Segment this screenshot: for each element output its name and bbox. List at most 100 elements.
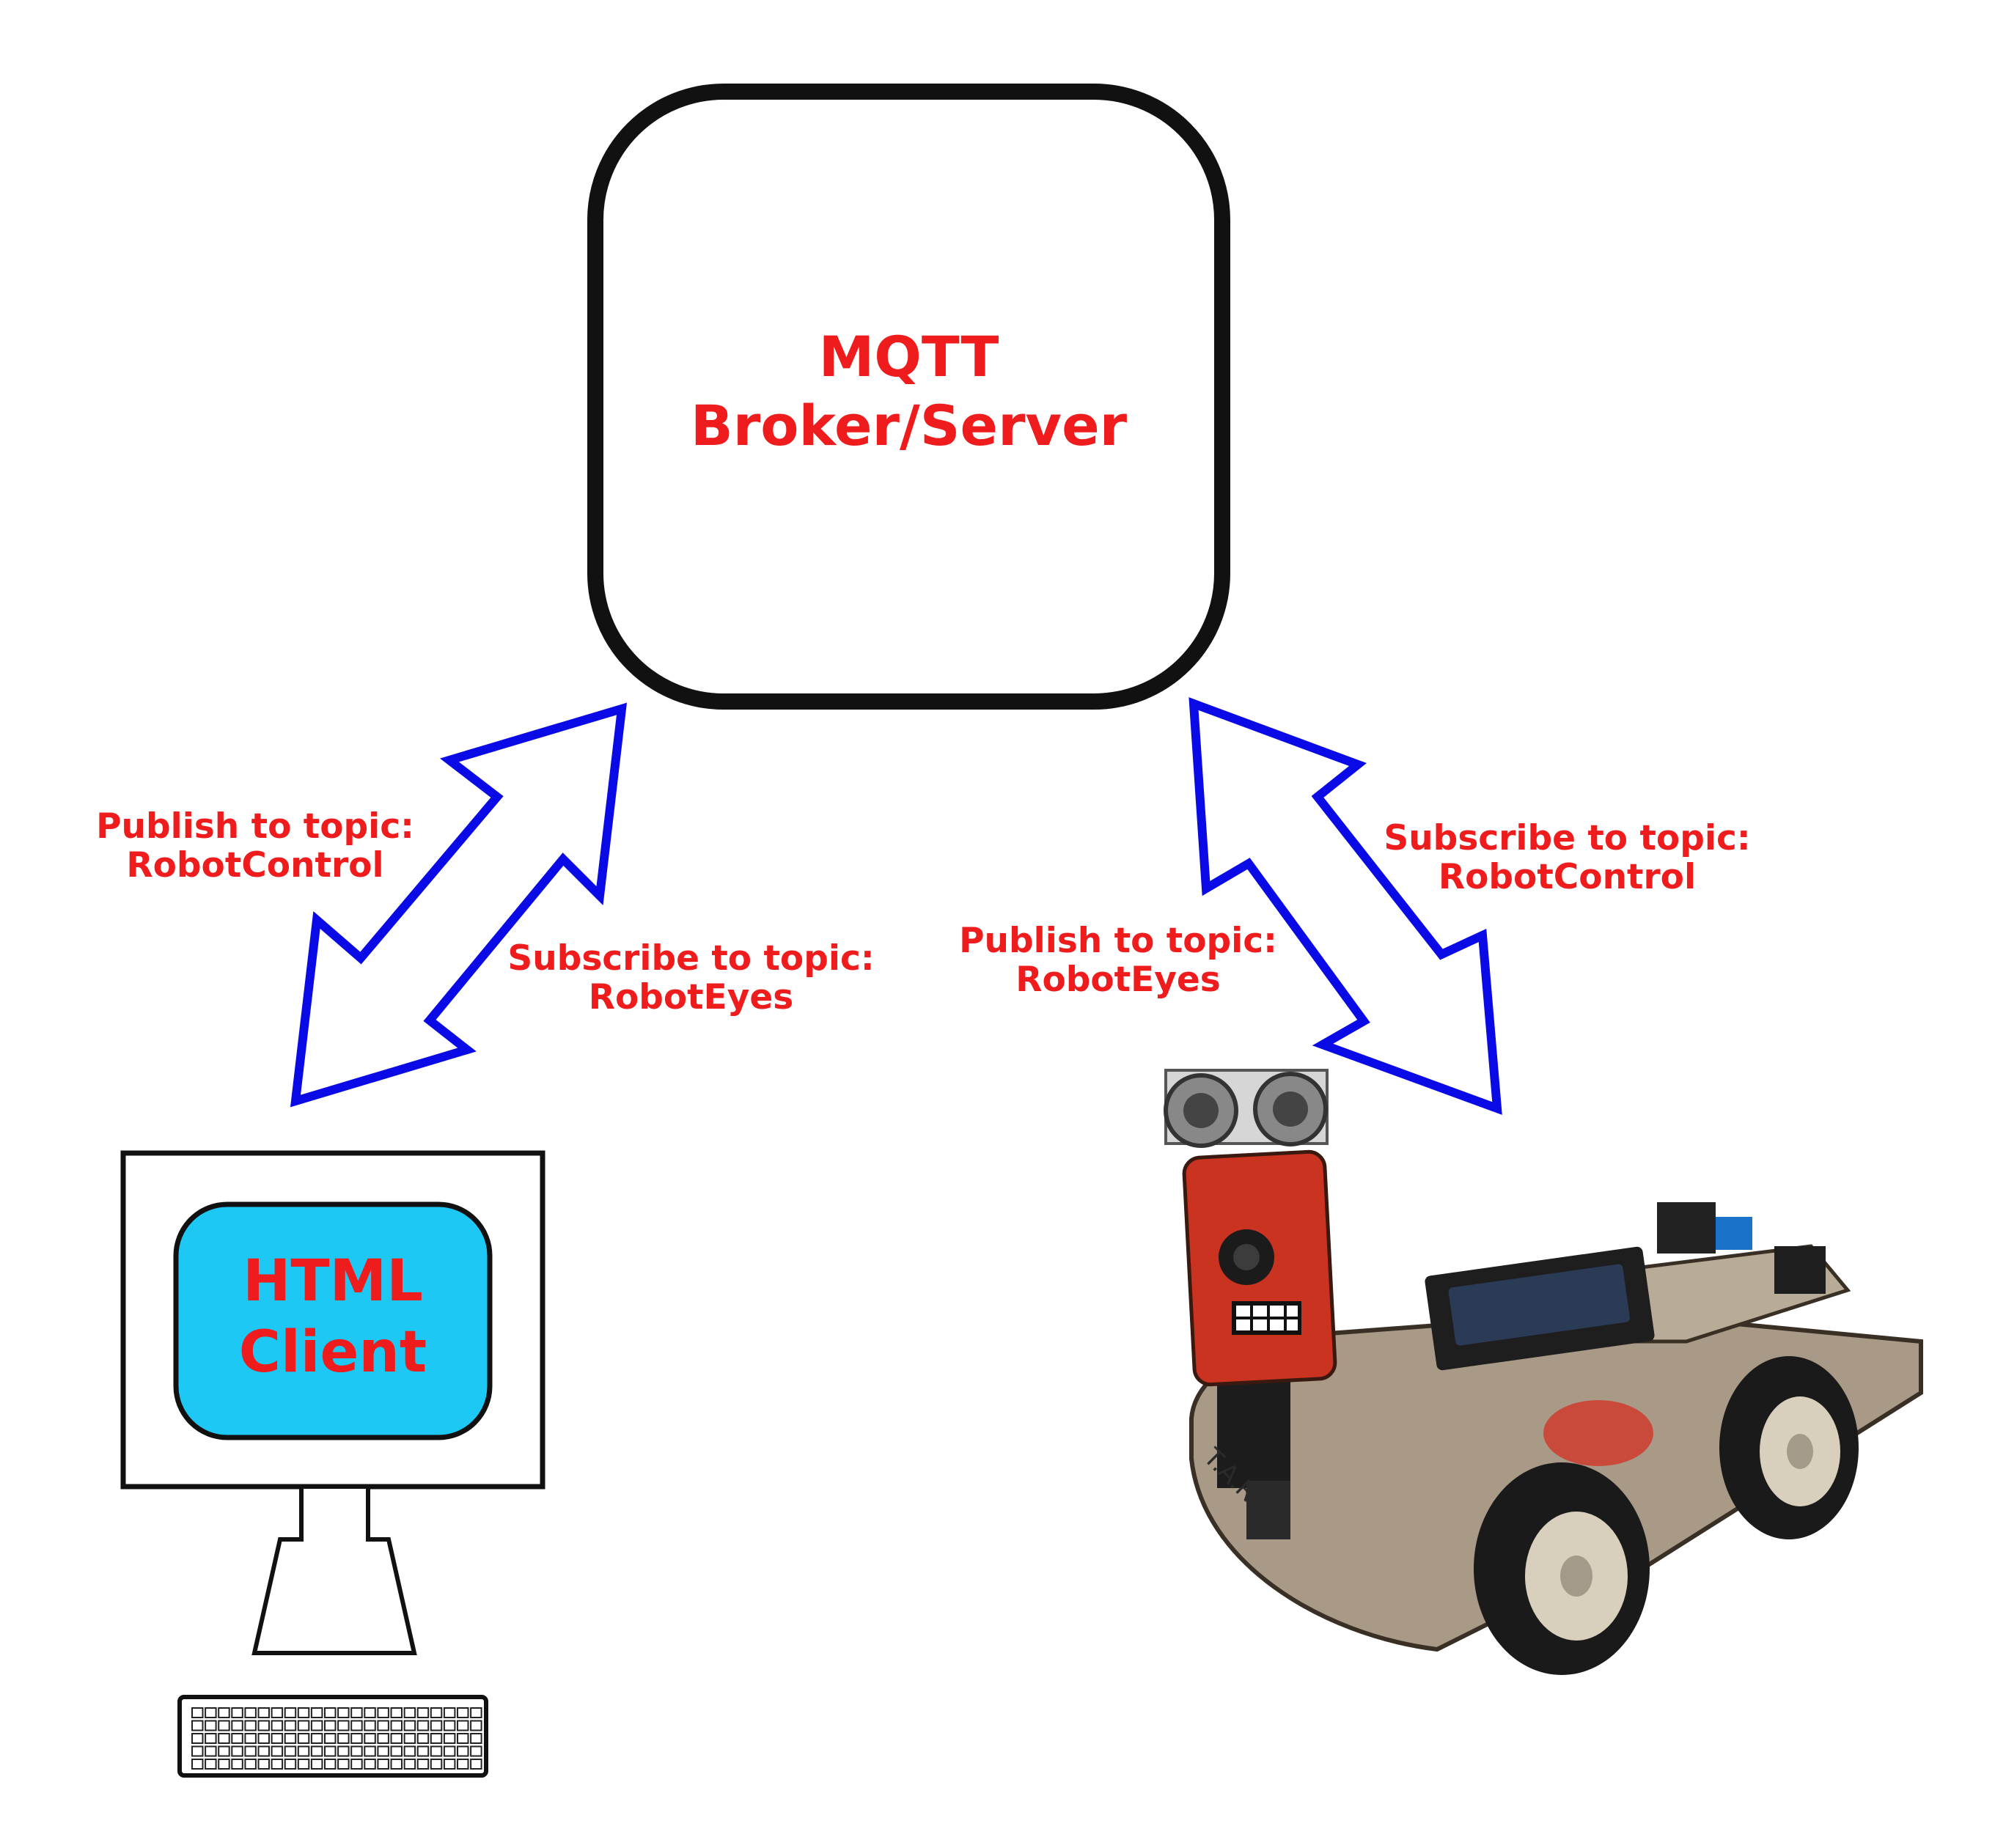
keyboard-key [205, 1720, 217, 1731]
keyboard-key [416, 1745, 430, 1757]
keyboard-key [350, 1733, 363, 1744]
keyboard-key [271, 1707, 284, 1718]
keyboard-key [191, 1707, 204, 1718]
keyboard-key [337, 1745, 350, 1757]
right-subscribe-label: Subscribe to topic: RobotControl [1367, 818, 1767, 897]
keyboard-key [297, 1745, 310, 1757]
keyboard-key [257, 1707, 270, 1718]
keyboard-key [284, 1720, 297, 1731]
keyboard-key [337, 1733, 350, 1744]
keyboard-key [377, 1707, 389, 1718]
keyboard-key [457, 1720, 469, 1731]
keyboard-key [364, 1733, 376, 1744]
keyboard-key [470, 1745, 482, 1757]
keyboard-key [390, 1720, 403, 1731]
keyboard-key [205, 1733, 217, 1744]
keyboard-key [310, 1745, 323, 1757]
keyboard-key [310, 1707, 323, 1718]
keyboard-key [218, 1707, 230, 1718]
keyboard-key [443, 1745, 456, 1757]
keyboard-key [244, 1733, 257, 1744]
keyboard-key [324, 1759, 337, 1770]
left-double-arrow [290, 702, 628, 1108]
keyboard-key [218, 1745, 230, 1757]
keyboard-key [324, 1733, 337, 1744]
keyboard-key [350, 1759, 363, 1770]
keyboard-key [390, 1759, 403, 1770]
keyboard-key [271, 1733, 284, 1744]
keyboard-key [403, 1707, 416, 1718]
keyboard-key [430, 1707, 443, 1718]
robot-car-icon: T.A.R.A.S [1164, 1069, 1923, 1675]
keyboard-key [350, 1745, 363, 1757]
keyboard-key [403, 1759, 416, 1770]
keyboard-key [416, 1733, 430, 1744]
keyboard-key [403, 1720, 416, 1731]
keyboard-key [218, 1733, 230, 1744]
keyboard-key [244, 1759, 257, 1770]
keyboard-key [231, 1707, 243, 1718]
keyboard-key [470, 1759, 482, 1770]
left-subscribe-line1: Subscribe to topic: [507, 938, 875, 979]
keyboard-key [271, 1745, 284, 1757]
keyboard-key [297, 1733, 310, 1744]
right-subscribe-line1: Subscribe to topic: [1384, 818, 1751, 858]
keyboard-key [377, 1733, 389, 1744]
keyboard-key [403, 1733, 416, 1744]
keyboard-key [430, 1745, 443, 1757]
keyboard-key [403, 1745, 416, 1757]
keyboard-key [457, 1707, 469, 1718]
keyboard-key [457, 1733, 469, 1744]
keyboard-key [457, 1759, 469, 1770]
keyboard-key [297, 1759, 310, 1770]
broker-box [587, 84, 1230, 710]
left-publish-topic: RobotControl [126, 844, 384, 886]
keyboard-key [364, 1707, 376, 1718]
keyboard-key [257, 1745, 270, 1757]
keyboard-key [337, 1707, 350, 1718]
keyboard-key [430, 1720, 443, 1731]
keyboard-key [416, 1720, 430, 1731]
keyboard-key [310, 1733, 323, 1744]
keyboard-key [430, 1759, 443, 1770]
keyboard-key [284, 1745, 297, 1757]
keyboard-key [364, 1745, 376, 1757]
keyboard-key [324, 1720, 337, 1731]
keyboard-key [297, 1707, 310, 1718]
keyboard-key [257, 1720, 270, 1731]
client-label-line1: HTML [243, 1248, 423, 1314]
keyboard-key [231, 1745, 243, 1757]
monitor-stand [251, 1484, 417, 1655]
keyboard-key [257, 1733, 270, 1744]
right-publish-line1: Publish to topic: [959, 921, 1277, 961]
keyboard-key [470, 1720, 482, 1731]
right-double-arrow [1188, 697, 1502, 1115]
keyboard-key [191, 1745, 204, 1757]
robot-wheel-front [1474, 1462, 1650, 1675]
keyboard-key [310, 1720, 323, 1731]
keyboard-key [350, 1707, 363, 1718]
broker-label-line1: MQTT [818, 324, 999, 389]
keyboard-key [297, 1720, 310, 1731]
client-screen [173, 1201, 493, 1440]
keyboard-key [284, 1759, 297, 1770]
keyboard-key [218, 1720, 230, 1731]
keyboard-key [218, 1759, 230, 1770]
right-publish-label: Publish to topic: RobotEyes [935, 921, 1301, 999]
computer-icon [120, 1150, 545, 1778]
keyboard-key [390, 1707, 403, 1718]
keyboard-key [443, 1759, 456, 1770]
keyboard-key [205, 1745, 217, 1757]
keyboard-key [324, 1707, 337, 1718]
keyboard-key [470, 1733, 482, 1744]
keyboard-icon [177, 1695, 488, 1778]
broker-label: MQTT Broker/Server [595, 323, 1222, 460]
keyboard-key [191, 1759, 204, 1770]
keyboard-key [191, 1720, 204, 1731]
keyboard-key [244, 1707, 257, 1718]
robot-wheel-rear [1719, 1356, 1859, 1539]
client-label-line2: Client [238, 1319, 427, 1385]
keyboard-key [244, 1745, 257, 1757]
keyboard-key [205, 1707, 217, 1718]
